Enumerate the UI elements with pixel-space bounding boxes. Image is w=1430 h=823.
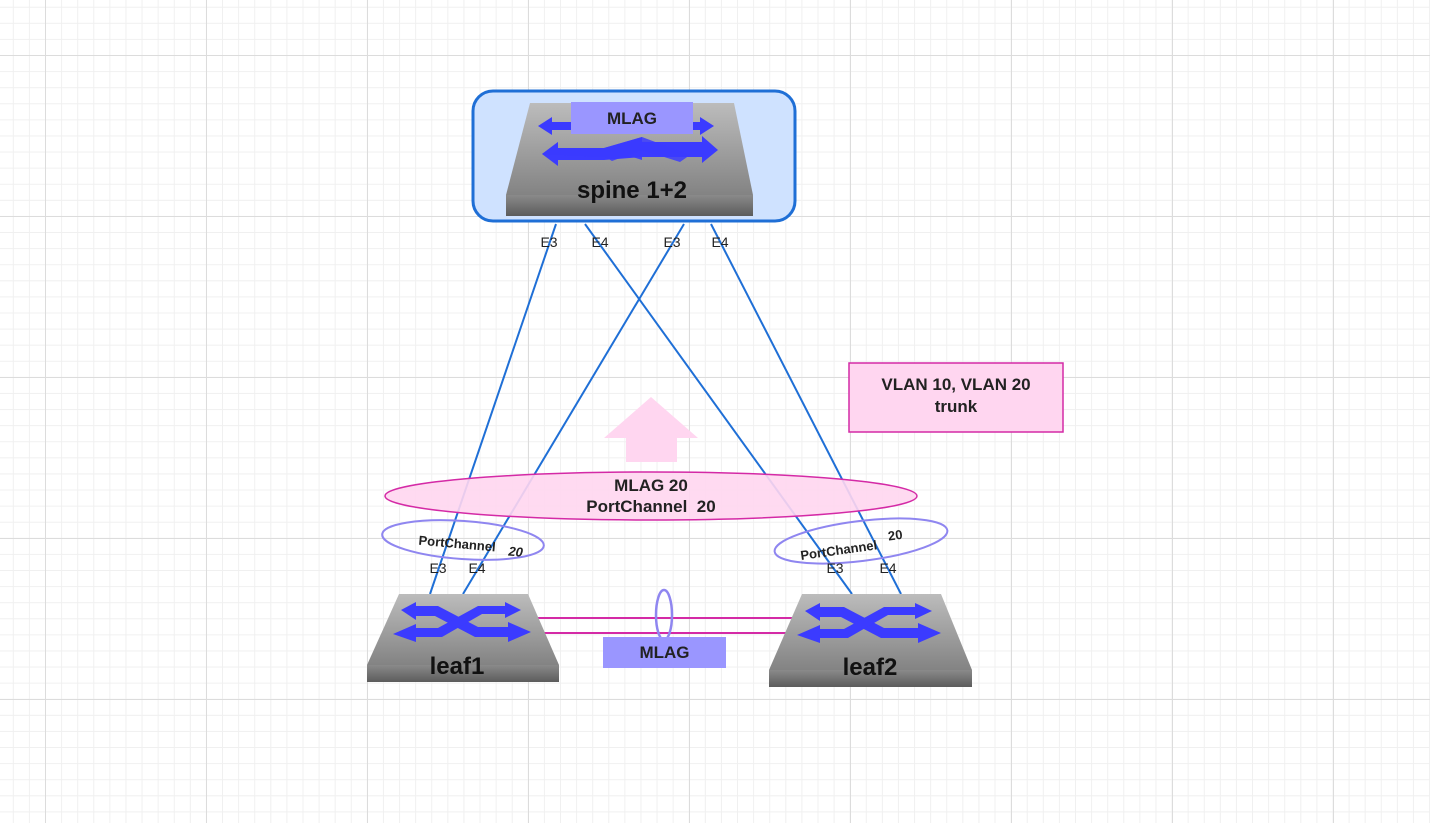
spine-switch: MLAG spine 1+2 bbox=[506, 102, 753, 216]
spine-port-e3-b: E3 bbox=[663, 234, 680, 250]
leaf1-port-e3: E3 bbox=[429, 560, 446, 576]
vlan-note-box bbox=[848, 362, 1064, 433]
spine-switch-label: spine 1+2 bbox=[577, 177, 687, 204]
uplinks bbox=[429, 223, 902, 595]
vlan-note: VLAN 10, VLAN 20 trunk bbox=[848, 362, 1064, 433]
leaf2-switch: leaf2 bbox=[769, 594, 972, 687]
leaf-port-labels: E3 E4 E3 E4 bbox=[429, 560, 896, 576]
spine-mlag-badge bbox=[571, 102, 693, 134]
mlag-portchannel: MLAG 20 PortChannel 20 bbox=[384, 471, 918, 521]
spine-mlag-badge-label: MLAG bbox=[607, 109, 657, 128]
link-leaf1-e3-spine-e3 bbox=[429, 223, 557, 595]
link-leaf2-e4-spine-e4 bbox=[710, 223, 902, 595]
leaf1-portchannel-word: PortChannel bbox=[418, 533, 496, 555]
vlan-note-line1: VLAN 10, VLAN 20 bbox=[881, 375, 1030, 394]
leaf1-portchannel-number: 20 bbox=[507, 543, 524, 559]
leaf2-portchannel-ellipse bbox=[773, 517, 949, 565]
leaf1-switch-arrows-icon bbox=[393, 602, 531, 642]
spine-port-labels: E3 E4 E3 E4 bbox=[540, 234, 728, 250]
vlan-note-line2: trunk bbox=[935, 397, 978, 416]
spine-port-e4-b: E4 bbox=[711, 234, 728, 250]
leaf2-portchannel-number: 20 bbox=[887, 527, 903, 544]
mlag-portchannel-line1: MLAG 20 bbox=[614, 476, 688, 495]
spine-port-e3-a: E3 bbox=[540, 234, 557, 250]
leaf1-port-e4: E4 bbox=[468, 560, 485, 576]
peer-link-label-box bbox=[603, 637, 726, 668]
leaf1-switch-front bbox=[367, 665, 559, 682]
leaf2-switch-front bbox=[769, 670, 972, 687]
link-leaf2-e3-spine-e4 bbox=[584, 223, 853, 595]
leaf2-port-e4: E4 bbox=[879, 560, 896, 576]
leaf1-switch-label: leaf1 bbox=[430, 653, 485, 680]
leaf1-portchannel-ellipse bbox=[381, 519, 545, 561]
leaf2-port-e3: E3 bbox=[826, 560, 843, 576]
link-leaf1-e4-spine-e3 bbox=[462, 223, 685, 595]
peer-link-label: MLAG bbox=[639, 643, 689, 662]
spine-port-e4-a: E4 bbox=[591, 234, 608, 250]
leaf1-portchannel: PortChannel 20 bbox=[381, 519, 545, 561]
leaf2-switch-arrows-icon bbox=[797, 603, 941, 643]
spine-switch-front bbox=[506, 195, 753, 216]
mlag-portchannel-line2: PortChannel 20 bbox=[586, 497, 715, 516]
peer-link: MLAG bbox=[535, 588, 800, 668]
mlag-portchannel-ellipse bbox=[384, 471, 918, 521]
upward-arrow-icon bbox=[604, 397, 698, 462]
leaf2-switch-label: leaf2 bbox=[843, 654, 898, 681]
leaf1-switch: leaf1 bbox=[367, 594, 559, 682]
